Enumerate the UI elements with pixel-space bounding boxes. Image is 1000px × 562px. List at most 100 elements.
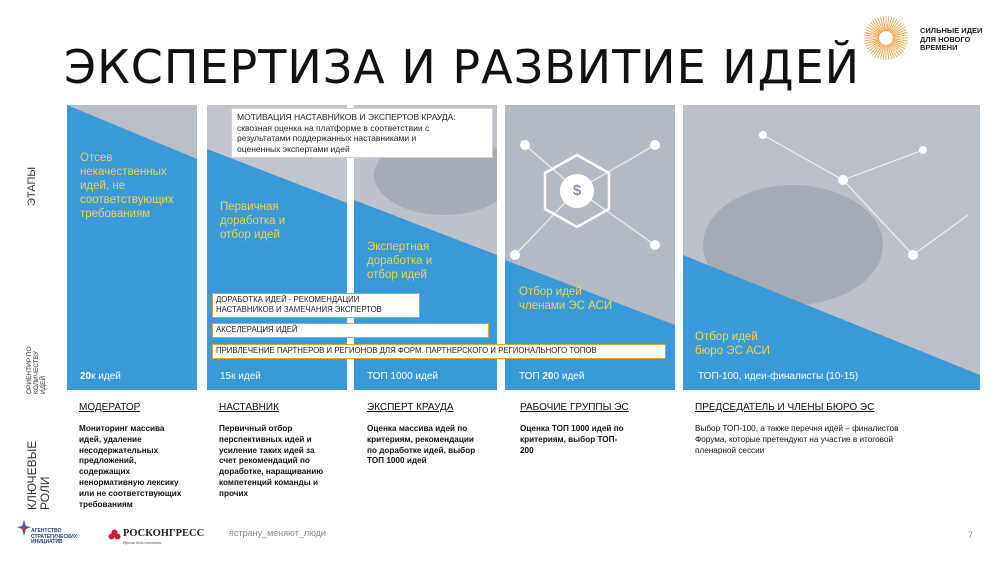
role-line: несодержательных [79,445,159,455]
side-label-count: ОРИЕНТИР ПО КОЛИЧЕСТВУ ИДЕЙ [26,334,47,394]
role-line: ненормативную лексику [79,477,179,487]
process-bar-partners: ПРИВЛЕЧЕНИЕ ПАРТНЕРОВ И РЕГИОНОВ ДЛЯ ФОР… [212,344,666,359]
role-crowd-expert: ЭКСПЕРТ КРАУДА Оценка массива идей по кр… [367,402,502,467]
stage-count: ТОП-100, идеи-финалисты (10-15) [698,371,859,382]
brand-logo: СИЛЬНЫЕ ИДЕИ ДЛЯ НОВОГО ВРЕМЕНИ [862,14,992,64]
roscongress-logo: РОСКОНГРЕСС Время действовать [108,526,208,548]
role-line: Оценка массива идей по [367,424,468,433]
stage-label-line: Экспертная [367,241,430,253]
process-bar-line: ДОРАБОТКА ИДЕЙ - РЕКОМЕНДАЦИИ [216,295,360,304]
stage-count: 20к идей [80,371,121,382]
stage-label-line: требованиям [80,208,151,220]
stage-label: Отбор идей бюро ЭС АСИ [695,330,770,358]
stage-label-line: Отбор идей [695,331,758,343]
role-line: предложений, [79,456,137,466]
role-description: Оценка ТОП 1000 идей по критериям, выбор… [520,424,650,456]
logo-line: СИЛЬНЫЕ ИДЕИ [920,26,983,35]
stage-label-line: отбор идей [367,269,427,281]
role-line: перспективных идей и [219,434,312,444]
stage-label: Первичная доработка и отбор идей [220,200,285,242]
asi-star-icon [17,520,31,536]
asi-logo: АГЕНТСТВО СТРАТЕГИЧЕСКИХ ИНИЦИАТИВ [14,519,84,545]
role-line: по доработке идей, выбор [367,445,476,455]
asi-line: АГЕНТСТВО [31,528,62,534]
count-rest: 0 идей [553,371,585,382]
role-title: ЭКСПЕРТ КРАУДА [367,402,454,413]
side-label-line: ИДЕЙ [40,375,47,394]
page-number: 7 [968,530,974,540]
roscongress-name: РОСКОНГРЕСС [123,528,205,539]
motivation-callout: МОТИВАЦИЯ НАСТАВНИКОВ И ЭКСПЕРТОВ КРАУДА… [231,108,493,158]
role-line: доработке, наращиванию [219,467,324,477]
sun-burst-icon [864,16,908,60]
stage-count: ТОП 200 идей [519,371,584,382]
role-mentor: НАСТАВНИК Первичный отбор перспективных … [219,402,349,500]
stage-label: Отбор идей членами ЭС АСИ [519,285,612,313]
role-line: компетенций команды и [219,477,319,487]
process-bar-line: АКСЕЛЕРАЦИЯ ИДЕЙ [216,325,298,334]
asi-line: СТРАТЕГИЧЕСКИХ [31,533,78,540]
stage-column-1: Отсев некачественных идей, не соответств… [67,105,197,390]
asi-logo-text: АГЕНТСТВО СТРАТЕГИЧЕСКИХ ИНИЦИАТИВ [31,528,78,546]
count-bold: 20 [80,371,92,382]
role-line: Оценка ТОП 1000 идей по [520,424,624,433]
stage-label-line: Отбор идей [519,286,582,298]
stage-triangle [683,255,980,390]
side-label-line: РОЛИ [38,476,52,510]
role-line: пленарной сессии [695,445,765,455]
role-title: РАБОЧИЕ ГРУППЫ ЭС [520,402,629,413]
stage-label-line: идей, не [80,180,126,192]
roscongress-flower-icon [108,529,121,540]
logo-line: ДЛЯ НОВОГО [920,34,971,44]
role-line: Форума, которые претендуют на участие в … [695,434,894,444]
count-rest: к идей [91,371,121,382]
role-line: ТОП 1000 идей [367,456,427,466]
role-description: Выбор ТОП-100, а также перечня идей – фи… [695,424,965,456]
role-line: идей, удаление [79,434,142,444]
role-line: требованиям [79,499,133,509]
stage-label-line: отбор идей [220,229,280,241]
motivation-line: результатами поддержанных наставниками и [237,133,417,143]
role-line: Выбор ТОП-100, а также перечня идей – фи… [695,424,899,433]
role-line: критериям, рекомендации [367,434,474,444]
stage-column-4: $ Отбор идей членами ЭС АСИ ТОП 200 идей [505,105,675,390]
stage-column-5: Отбор идей бюро ЭС АСИ ТОП-100, идеи-фин… [683,105,980,390]
process-bar-refinement: ДОРАБОТКА ИДЕЙ - РЕКОМЕНДАЦИИ НАСТАВНИКО… [212,293,420,318]
dollar-icon: $ [572,182,582,199]
stage-triangle [354,200,497,390]
stage-triangle [67,105,197,390]
logo-text: СИЛЬНЫЕ ИДЕИ ДЛЯ НОВОГО ВРЕМЕНИ [920,26,990,53]
footer-hashtag: #страну_меняют_люди [229,528,326,538]
motivation-title: МОТИВАЦИЯ НАСТАВНИКОВ И ЭКСПЕРТОВ КРАУДА… [237,112,456,122]
asi-line: ИНИЦИАТИВ [31,539,63,545]
role-description: Оценка массива идей по критериям, рекоме… [367,424,502,467]
role-line: прочих [219,488,249,498]
process-bar-acceleration: АКСЕЛЕРАЦИЯ ИДЕЙ [212,323,489,338]
role-line: критериям, выбор ТОП- [520,434,618,444]
stage-label: Экспертная доработка и отбор идей [367,240,432,282]
role-description: Первичный отбор перспективных идей и уси… [219,424,349,500]
side-label-line: ОРИЕНТИР ПО [26,346,33,394]
stage-count: ТОП 1000 идей [367,371,438,382]
stage-label-line: некачественных [80,166,167,178]
count-pre: ТОП [519,371,543,382]
role-line: содержащих [79,467,131,477]
role-line: 200 [520,445,534,455]
role-line: счет рекомендаций по [219,456,310,466]
page-title: ЭКСПЕРТИЗА И РАЗВИТИЕ ИДЕЙ [64,40,861,94]
role-chairman-bureau: ПРЕДСЕДАТЕЛЬ И ЧЛЕНЫ БЮРО ЭС Выбор ТОП-1… [695,402,965,456]
role-line: усиление таких идей за [219,445,315,455]
stage-label-line: Первичная [220,201,279,213]
role-title: МОДЕРАТОР [79,402,141,413]
motivation-line: оцененных экспертами идей [237,143,350,154]
stage-label-line: членами ЭС АСИ [519,300,613,312]
role-line: Мониторинг массива [79,424,165,433]
motivation-line: сквозная оценка на платформе в соответст… [237,122,430,133]
role-description: Мониторинг массива идей, удаление несоде… [79,424,204,510]
side-label-roles: КЛЮЧЕВЫЕ РОЛИ [25,441,52,510]
process-bar-line: НАСТАВНИКОВ И ЗАМЕЧАНИЯ ЭКСПЕРТОВ [216,304,382,314]
stage-label-line: Отсев [80,152,113,164]
role-title: НАСТАВНИК [219,402,279,413]
roscongress-tagline: Время действовать [123,540,162,545]
side-label-line: КОЛИЧЕСТВУ [33,351,40,394]
